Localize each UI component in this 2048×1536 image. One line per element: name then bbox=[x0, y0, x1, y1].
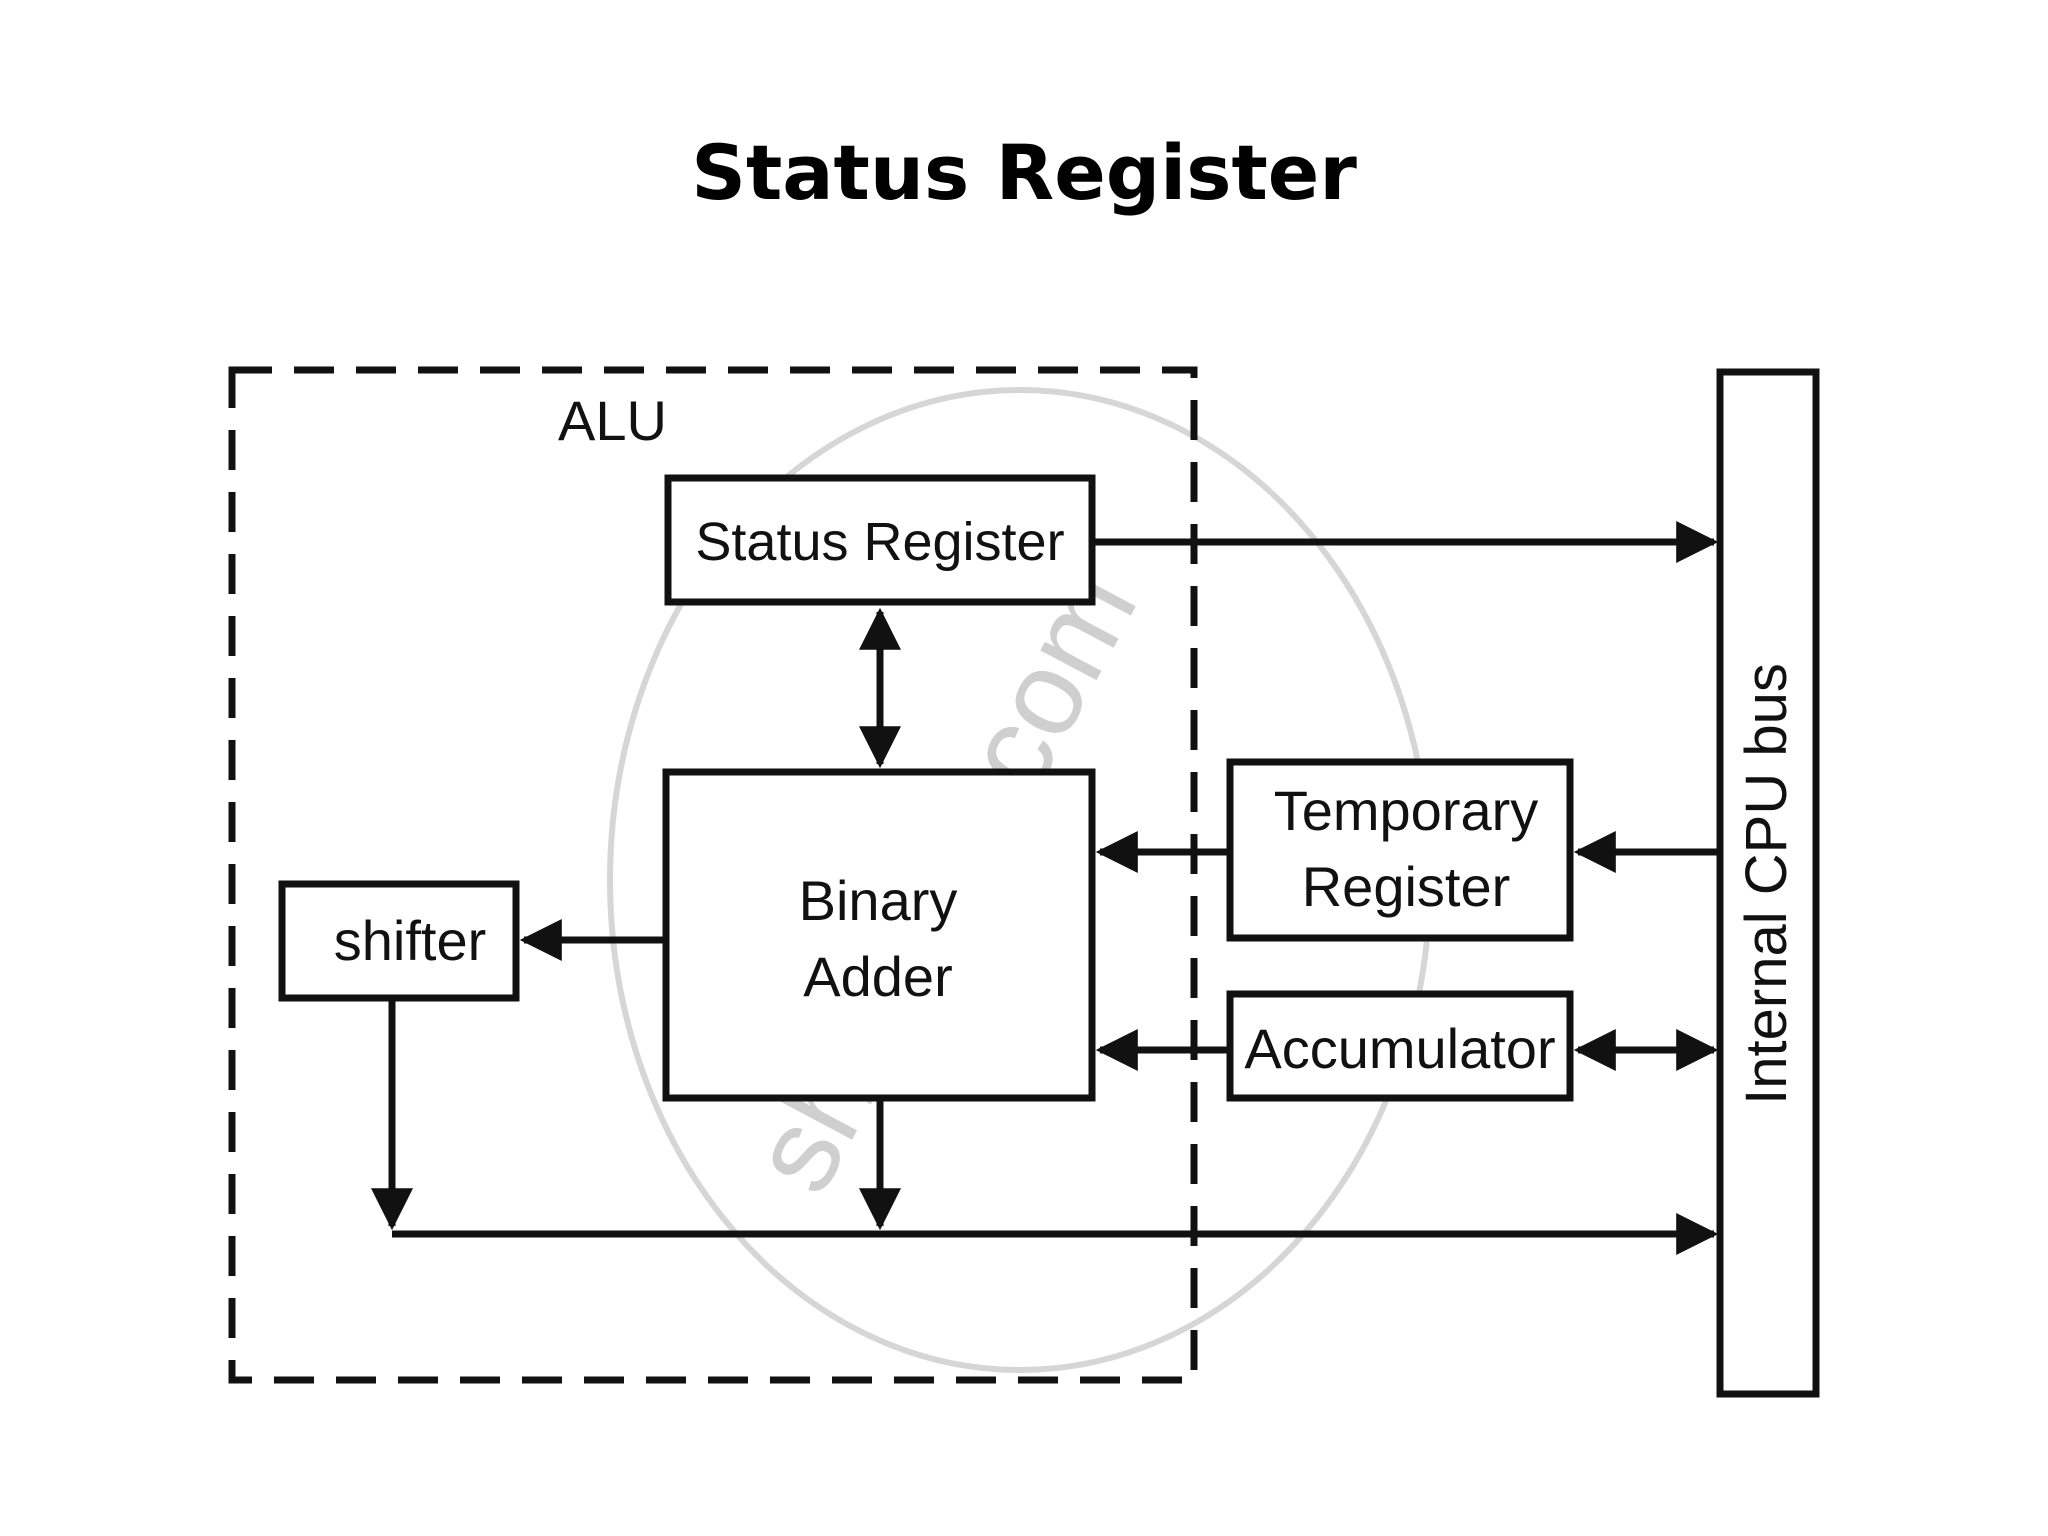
accumulator-box: Accumulator bbox=[1226, 990, 1574, 1102]
page-title: Status Register bbox=[691, 128, 1357, 217]
internal-cpu-bus: Internal CPU bus bbox=[1716, 368, 1820, 1398]
shifter-label: shifter bbox=[334, 909, 487, 972]
alu-label: ALU bbox=[558, 389, 667, 452]
temporary-register-box: Temporary Register bbox=[1226, 758, 1574, 942]
alu-boundary bbox=[228, 366, 1198, 1384]
status-register-label: Status Register bbox=[695, 512, 1064, 572]
temporary-register-label-line2: Register bbox=[1302, 855, 1511, 918]
shifter-box: shifter bbox=[278, 880, 520, 1002]
binary-adder-label-line1: Binary bbox=[799, 869, 958, 932]
internal-cpu-bus-label: Internal CPU bus bbox=[1734, 663, 1799, 1105]
binary-adder-box: Binary Adder bbox=[662, 768, 1096, 1102]
binary-adder-label-line2: Adder bbox=[803, 945, 952, 1008]
accumulator-label: Accumulator bbox=[1244, 1017, 1555, 1080]
temporary-register-label-line1: Temporary bbox=[1274, 779, 1539, 842]
status-register-box: Status Register bbox=[664, 474, 1096, 606]
